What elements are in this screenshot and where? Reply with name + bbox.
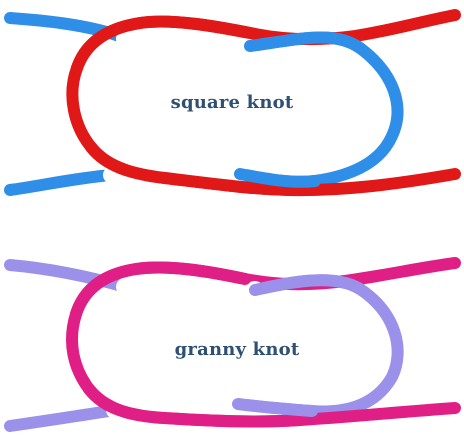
square-knot-gap-top	[125, 39, 250, 49]
granny-knot-lavender-bottom-over	[238, 404, 312, 411]
granny-knot-gap-top	[125, 287, 255, 298]
granny-knot-group: granny knot	[10, 263, 455, 426]
granny-knot-label: granny knot	[175, 339, 300, 360]
square-knot-label: square knot	[171, 92, 294, 113]
square-knot-blue-bottom-over	[240, 174, 315, 182]
square-knot-group: square knot	[10, 15, 455, 190]
square-knot-blue-top-over	[250, 37, 360, 48]
